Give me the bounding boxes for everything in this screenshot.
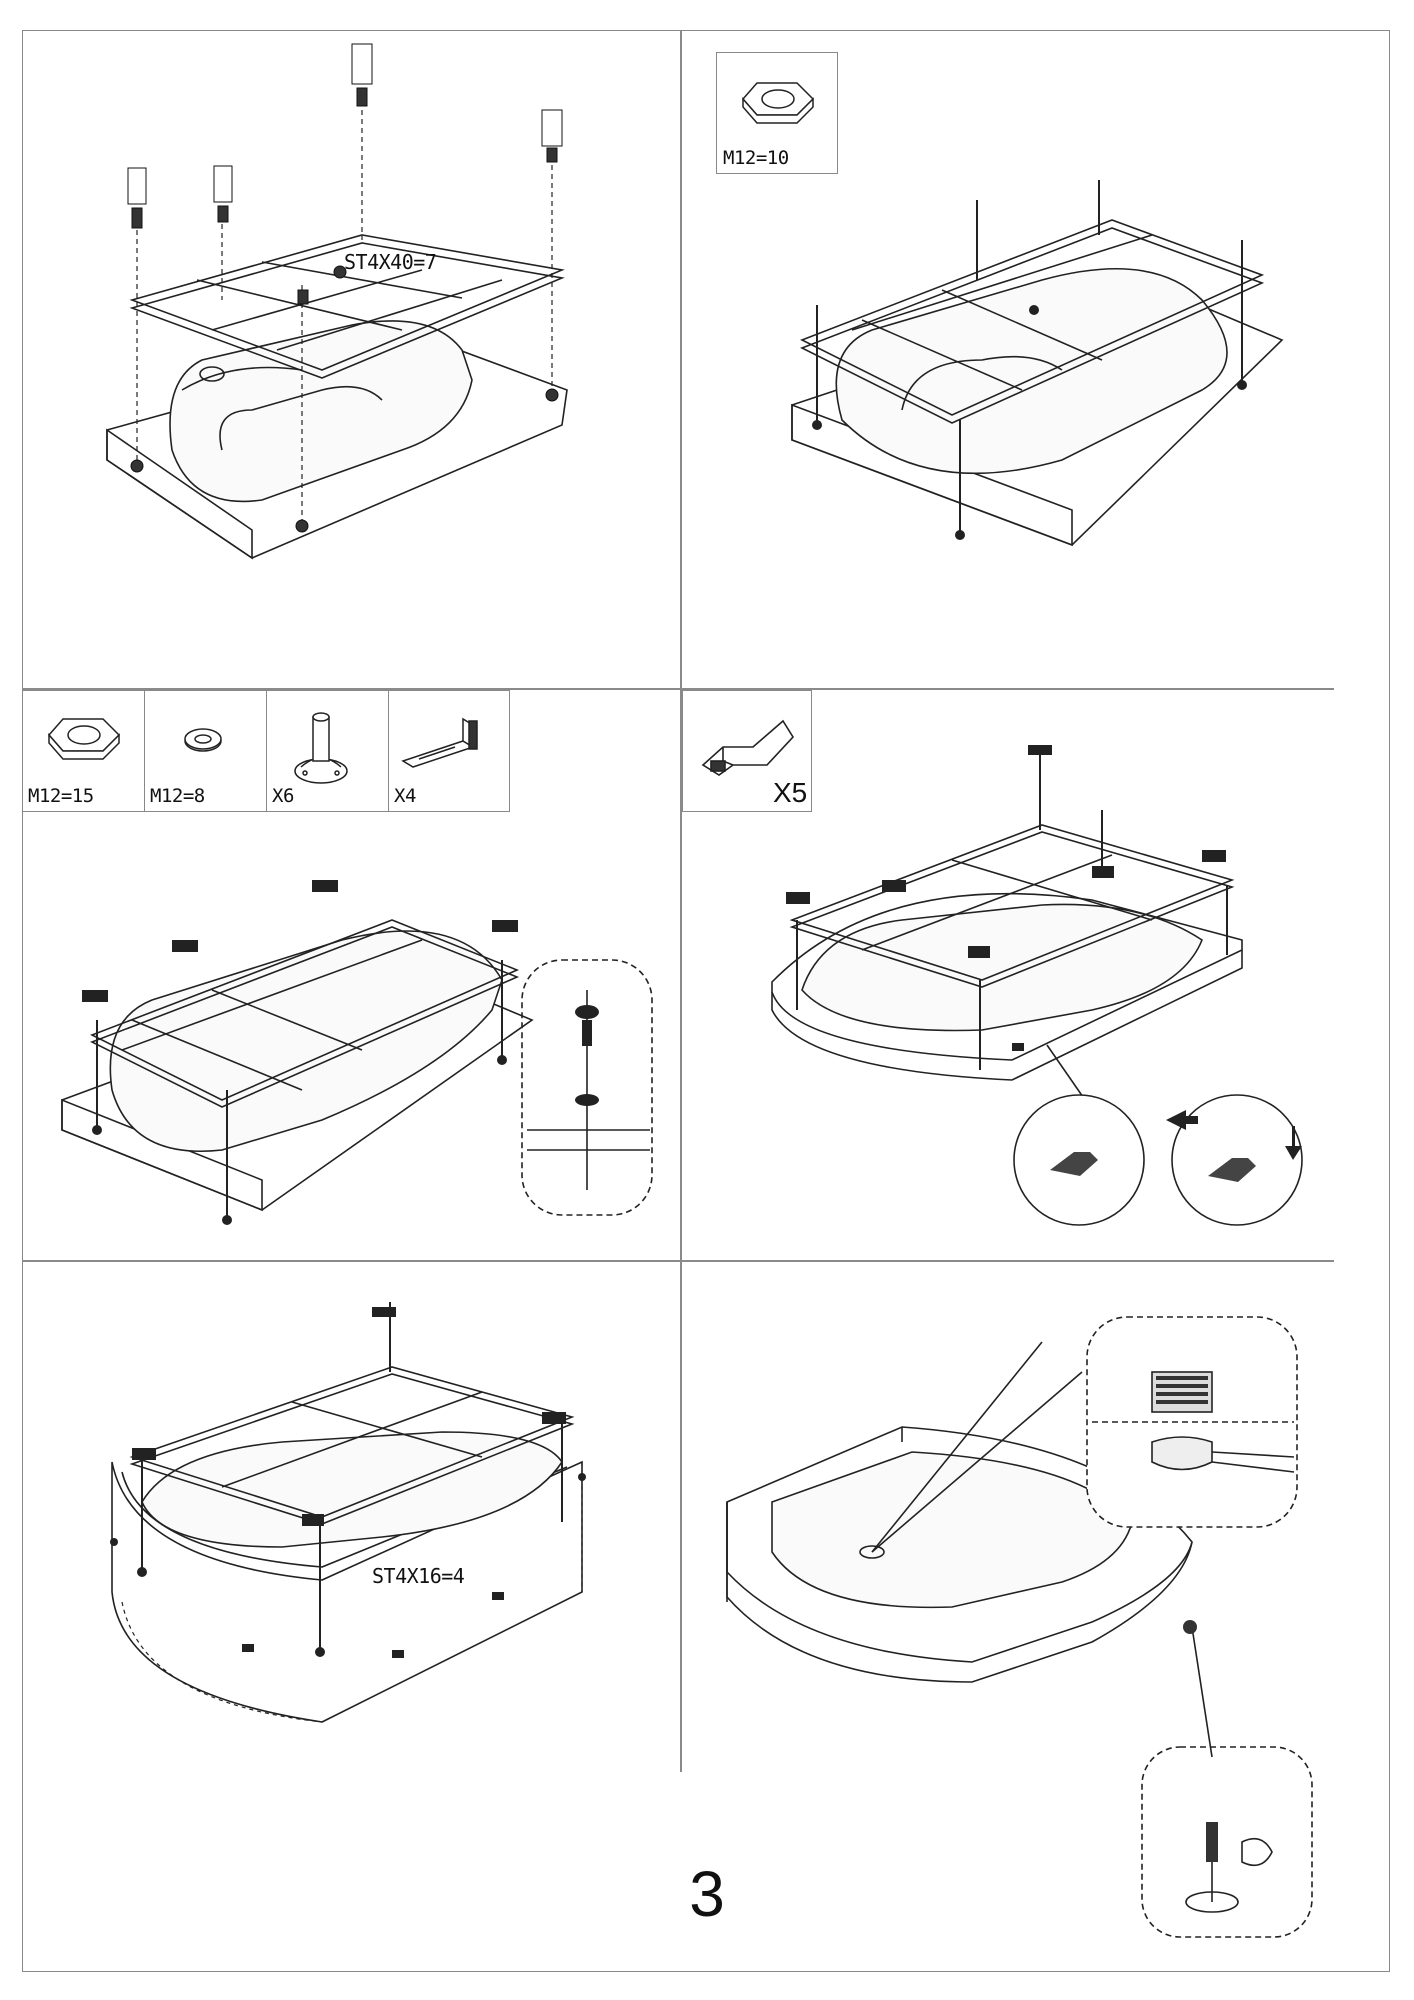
step-6-final [682,1262,1340,1942]
step-6-illustration [726,1316,1313,1938]
screw-callout: ST4X40=7 [344,250,437,274]
step-4-illustration [771,745,1303,1226]
angle-bracket-icon [401,717,478,768]
parts-box-step-4: X5 [682,690,812,812]
step-5-illustration [110,1302,586,1723]
divider-row2 [22,1260,1334,1262]
part-label: M12=8 [150,785,205,807]
step-5-panel-screws: ST4X16=4 [22,1262,680,1772]
step-2-legs: M12=10 [682,30,1340,688]
step-4-front-panel-clips: X5 [682,690,1340,1260]
parts-box-step-2: M12=10 [716,52,838,174]
divider-vertical [680,30,682,1772]
step-2-illustration [791,180,1284,547]
part-cell-nut: M12=15 [23,691,145,811]
instruction-sheet [22,30,1390,1972]
part-cell-bracket: X4 [389,691,511,811]
step-3-illustration [61,880,653,1225]
step-1-illustration [106,43,568,560]
part-label: X4 [394,785,416,807]
part-label: X6 [272,785,294,807]
part-label: M12=15 [28,785,94,807]
foot-base-icon [294,712,348,784]
step-1-frame-on-tub: ST4X40=7 [22,30,680,688]
divider-row1 [22,688,1334,690]
hex-nut-icon [742,82,815,124]
parts-box-step-3: M12=15 M12=8 X6 [22,690,510,812]
screw-callout: ST4X16=4 [372,1564,465,1588]
part-cell-foot: X6 [267,691,389,811]
panel-clip-icon [701,719,795,776]
page-number: 3 [689,1858,725,1930]
part-label: M12=10 [723,147,789,169]
part-label: X5 [773,777,808,808]
washer-icon [184,728,222,752]
hex-nut-icon [48,718,121,760]
part-cell-washer: M12=8 [145,691,267,811]
step-3-feet: M12=15 M12=8 X6 [22,690,680,1260]
